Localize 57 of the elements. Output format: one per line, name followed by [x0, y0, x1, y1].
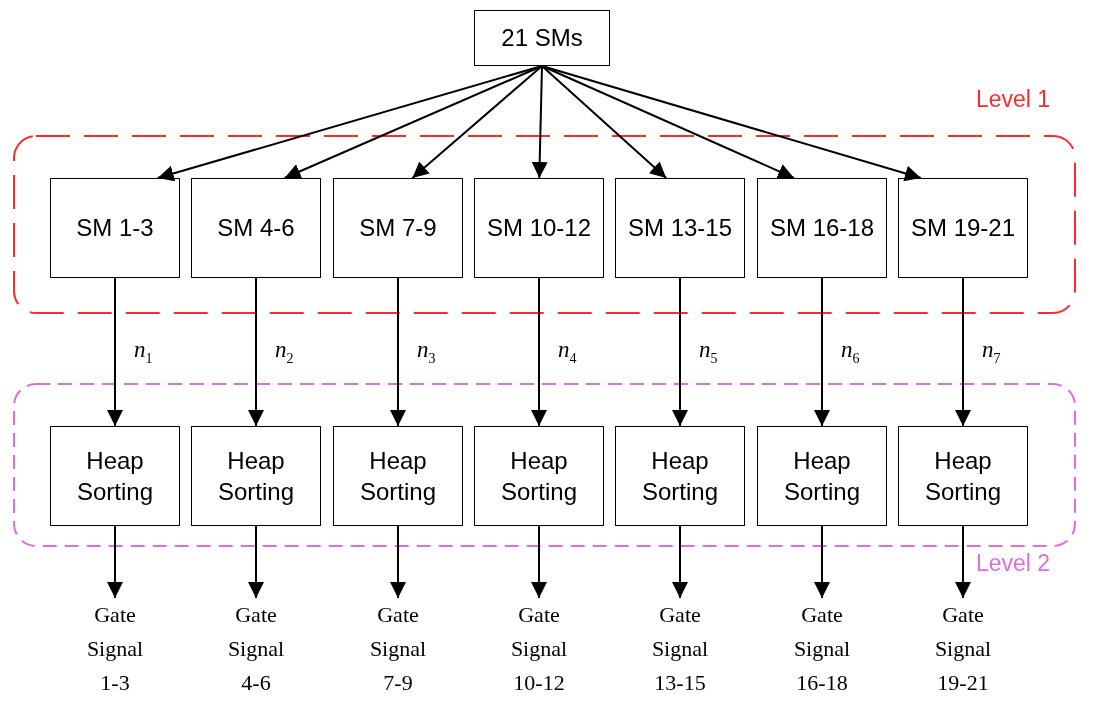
process-box	[615, 178, 745, 278]
box-text: SM 4-6	[216, 213, 296, 244]
level-label: Level 1	[976, 86, 1051, 113]
arrow	[814, 525, 830, 599]
arrow	[531, 65, 548, 179]
level-label: Level 2	[976, 550, 1051, 577]
arrow	[672, 277, 688, 427]
process-box	[898, 426, 1028, 526]
arrow	[541, 65, 922, 182]
box-text: SM 16-18	[768, 213, 876, 244]
signal-text: Gate Signal 7-9	[368, 601, 428, 698]
arrow	[541, 65, 668, 179]
signal-text: Gate Signal 19-21	[933, 601, 993, 698]
box-text: Heap Sorting	[640, 445, 719, 507]
arrow	[248, 525, 264, 599]
process-box	[333, 426, 463, 526]
box-text: SM 1-3	[75, 213, 155, 244]
box-text: SM 7-9	[358, 213, 438, 244]
process-box	[474, 10, 610, 66]
box-text: 21 SMs	[500, 23, 584, 54]
process-box	[191, 426, 321, 526]
arrow	[814, 277, 830, 427]
process-box	[50, 178, 180, 278]
signal-text: Gate Signal 13-15	[650, 601, 710, 698]
process-box	[333, 178, 463, 278]
arrow	[411, 65, 543, 179]
signal-text: Gate Signal 1-3	[85, 601, 145, 698]
process-box	[898, 178, 1028, 278]
process-box	[191, 178, 321, 278]
process-box	[474, 178, 604, 278]
signal-text: Gate Signal 10-12	[509, 601, 569, 698]
process-box	[757, 426, 887, 526]
arrow	[390, 525, 406, 599]
box-text: Heap Sorting	[216, 445, 295, 507]
box-text: Heap Sorting	[923, 445, 1002, 507]
arrow	[248, 277, 264, 427]
box-text: Heap Sorting	[75, 445, 154, 507]
arrow	[672, 525, 688, 599]
arrow	[531, 277, 547, 427]
process-box	[615, 426, 745, 526]
arrow	[955, 277, 971, 427]
arrow	[107, 277, 123, 427]
box-text: Heap Sorting	[358, 445, 437, 507]
arrow	[955, 525, 971, 599]
process-box	[474, 426, 604, 526]
process-box	[757, 178, 887, 278]
signal-text: Gate Signal 16-18	[792, 601, 852, 698]
process-box	[50, 426, 180, 526]
box-text: SM 10-12	[485, 213, 593, 244]
arrow	[107, 525, 123, 599]
signal-text: Gate Signal 4-6	[226, 601, 286, 698]
box-text: SM 19-21	[909, 213, 1017, 244]
box-text: Heap Sorting	[499, 445, 578, 507]
arrow	[390, 277, 406, 427]
box-text: Heap Sorting	[782, 445, 861, 507]
arrow	[531, 525, 547, 599]
box-text: SM 13-15	[626, 213, 734, 244]
